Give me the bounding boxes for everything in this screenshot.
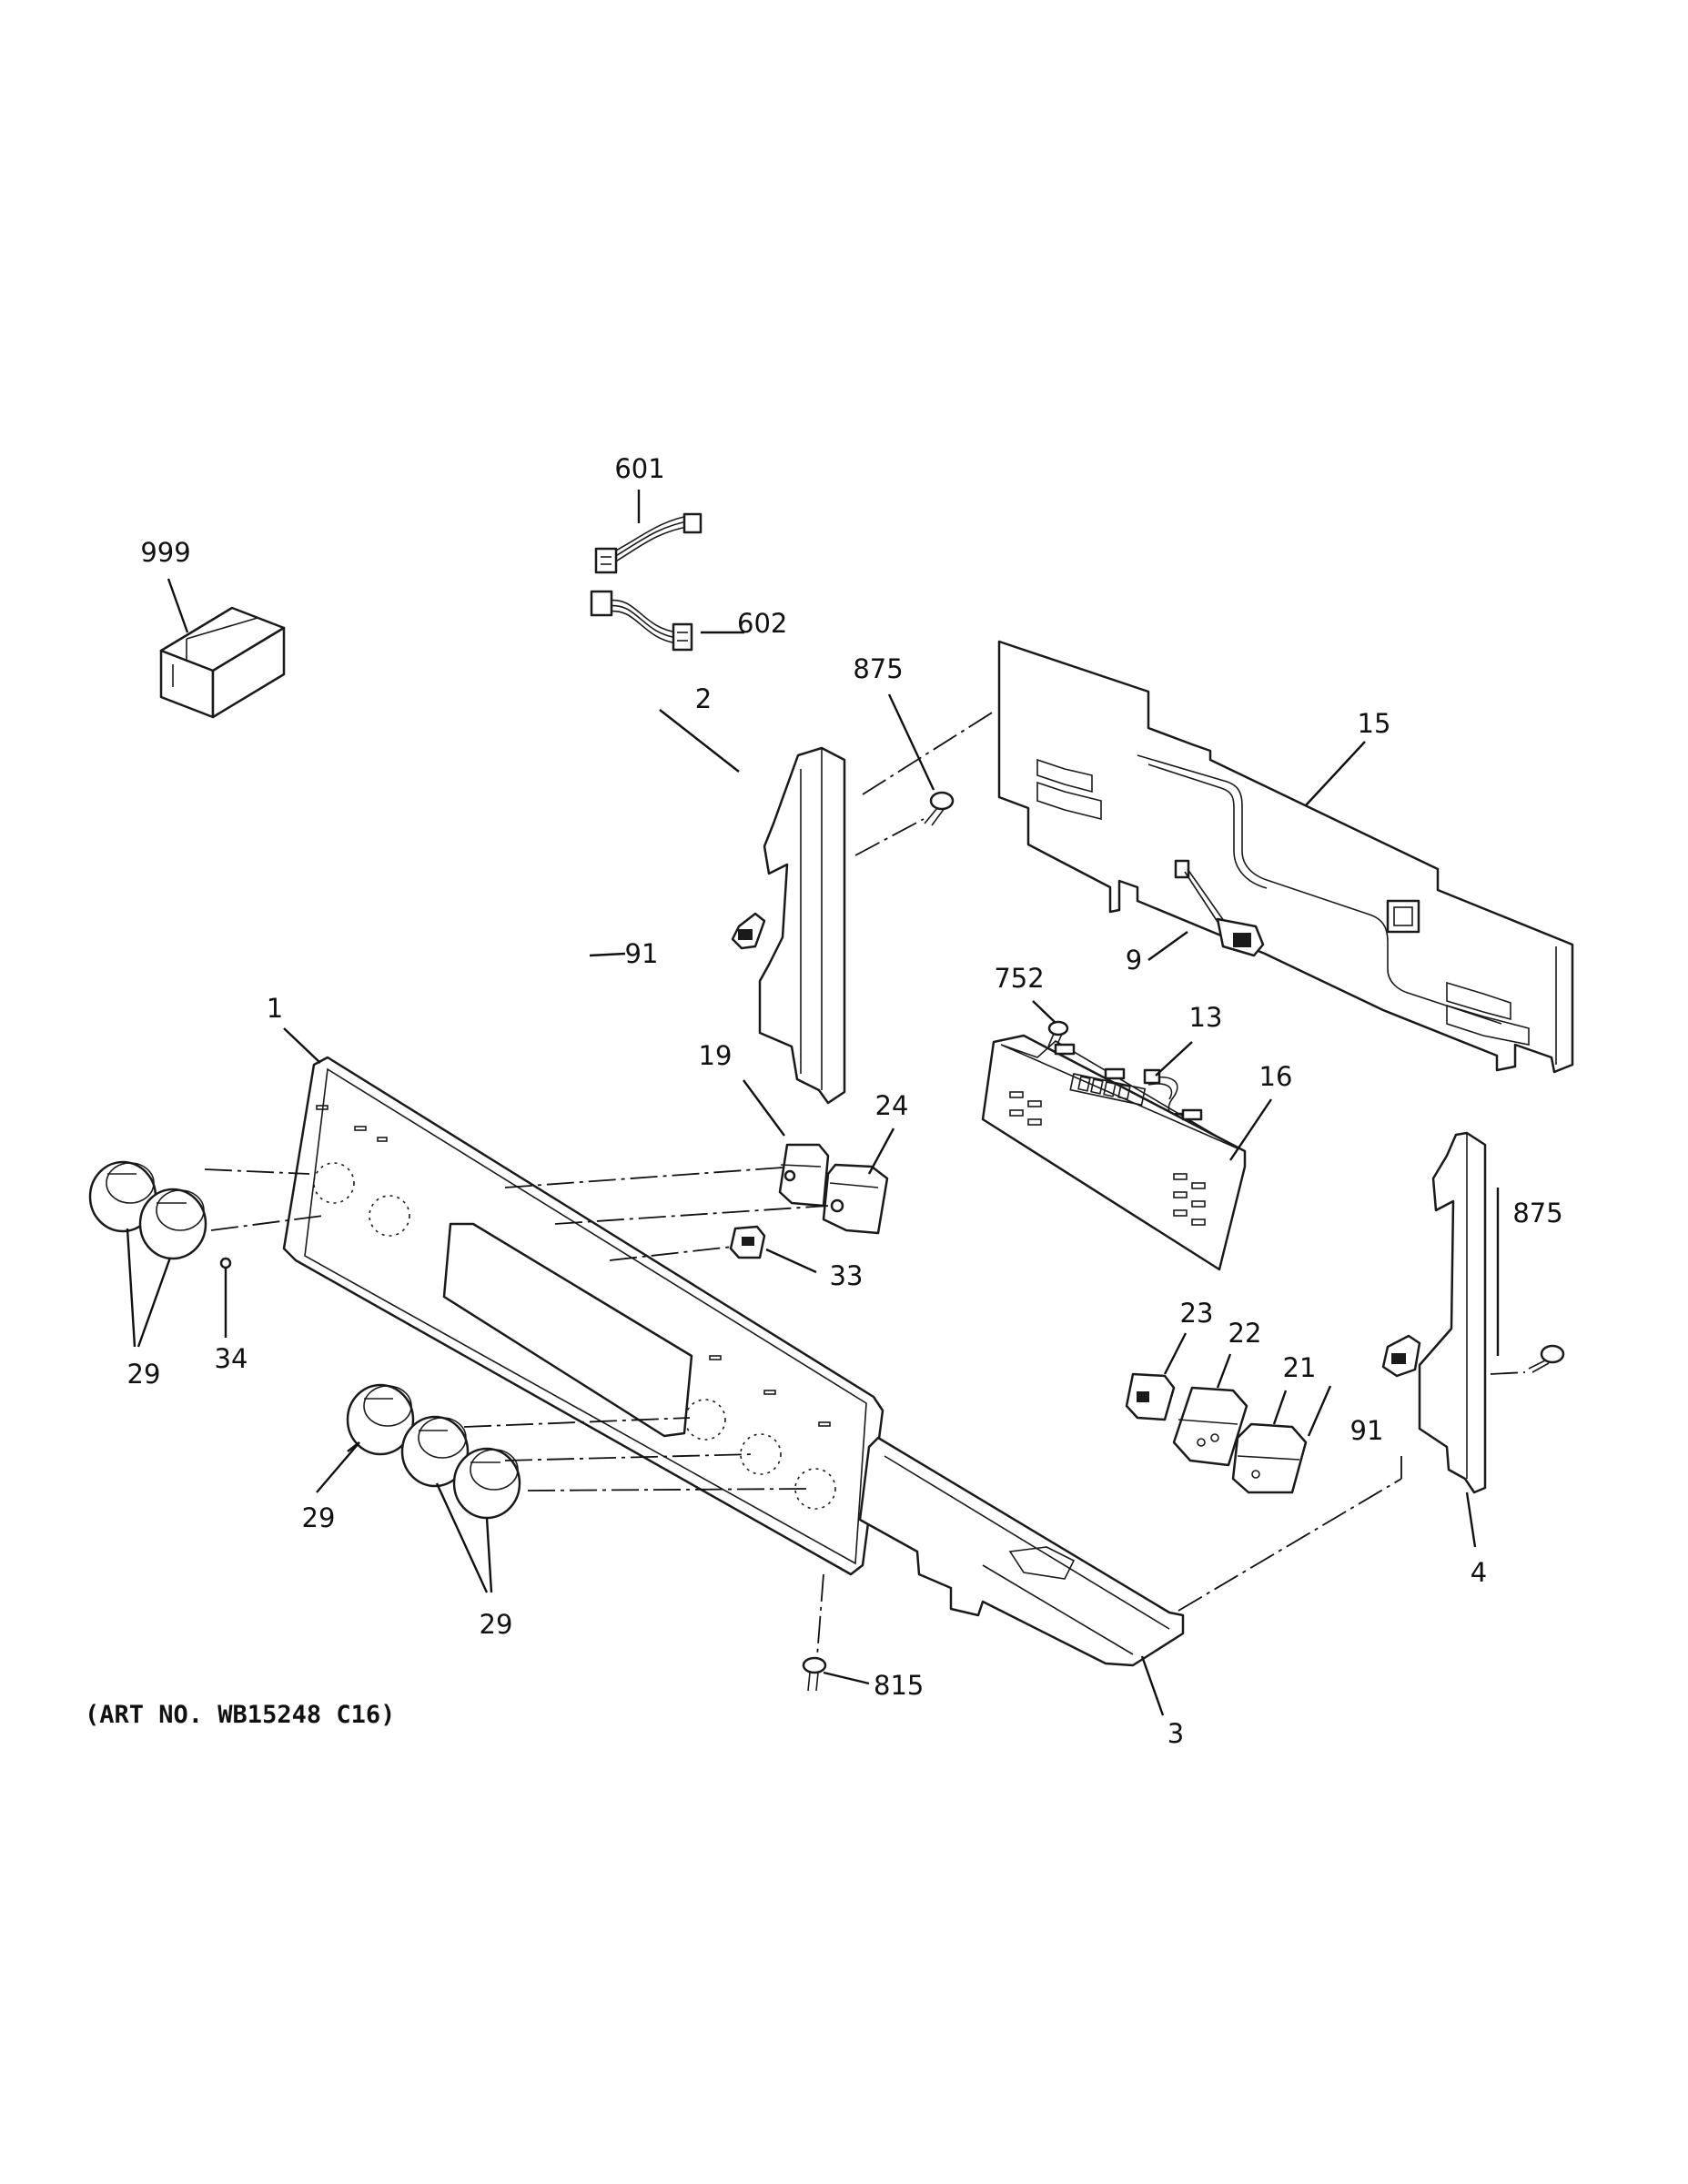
part-3-lower-trim: [858, 1436, 1185, 1667]
callout-22: 22: [1228, 1318, 1262, 1349]
part-19-switch: [778, 1143, 830, 1208]
callout-16: 16: [1259, 1061, 1293, 1092]
callout-601: 601: [614, 453, 664, 484]
display-segments: [1077, 1076, 1131, 1100]
part-29-knob-b: [138, 1188, 207, 1260]
callout-2: 2: [695, 683, 712, 714]
part-29-knob-a: [88, 1160, 157, 1233]
callout-999: 999: [140, 537, 190, 568]
part-23-switch: [1125, 1372, 1176, 1421]
callout-4: 4: [1471, 1557, 1487, 1588]
part-29-knob-c: [346, 1383, 415, 1456]
callout-labels: 601 999 602 875 2 15 91 752 9 13 1 16 19…: [127, 453, 1563, 1749]
part-21-switch: [1231, 1422, 1308, 1494]
part-875-lower-screw: [1528, 1344, 1565, 1373]
part-1-control-panel: [282, 1056, 884, 1576]
callout-3: 3: [1167, 1718, 1184, 1749]
callout-23: 23: [1180, 1298, 1214, 1329]
part-601-wire-harness: [594, 512, 702, 574]
part-15-rear-panel: [997, 640, 1574, 1074]
callout-91-right: 91: [1350, 1415, 1384, 1446]
part-29-knob-e: [452, 1447, 521, 1520]
part-875-upper-screw: [924, 791, 955, 826]
callout-29-right: 29: [480, 1609, 513, 1640]
part-24-switch: [822, 1163, 889, 1235]
callout-875-lower: 875: [1512, 1198, 1562, 1228]
part-815-screw: [802, 1656, 827, 1692]
callout-15: 15: [1358, 708, 1391, 739]
alignment-lines: [204, 709, 1526, 1657]
callout-602: 602: [737, 608, 787, 639]
part-2-left-bracket: [731, 746, 846, 1105]
part-4-right-bracket: [1381, 1131, 1487, 1494]
part-9-harness: [1174, 859, 1265, 957]
art-number: (ART NO. WB15248 C16): [85, 1701, 395, 1729]
callout-815: 815: [874, 1670, 924, 1701]
part-602-wire-harness: [590, 590, 693, 652]
knob-bezels-right: [684, 1399, 836, 1510]
leader-lines: [126, 490, 1477, 1716]
knob-bezels-left: [313, 1162, 410, 1237]
part-16-control-board: [981, 1034, 1247, 1271]
callout-13: 13: [1189, 1002, 1223, 1033]
callout-752: 752: [994, 963, 1044, 994]
callout-29-middle: 29: [302, 1502, 336, 1533]
callout-29-left: 29: [127, 1359, 161, 1390]
part-29-knob-d: [400, 1415, 470, 1488]
part-33-switch: [729, 1225, 766, 1259]
callout-875-upper: 875: [853, 653, 903, 684]
panel-print-marks: [316, 1105, 831, 1427]
part-999-literature-box: [159, 606, 286, 719]
callout-9: 9: [1126, 945, 1142, 976]
callout-1: 1: [267, 993, 283, 1024]
callout-91-left: 91: [625, 938, 659, 969]
callout-34: 34: [215, 1343, 248, 1374]
callout-33: 33: [830, 1260, 864, 1291]
part-22-switch: [1172, 1386, 1248, 1467]
callout-21: 21: [1283, 1352, 1317, 1383]
keypad-marks: [1009, 1091, 1206, 1226]
callout-24: 24: [875, 1090, 909, 1121]
part-34-clip: [219, 1257, 232, 1269]
callout-19: 19: [699, 1040, 733, 1071]
